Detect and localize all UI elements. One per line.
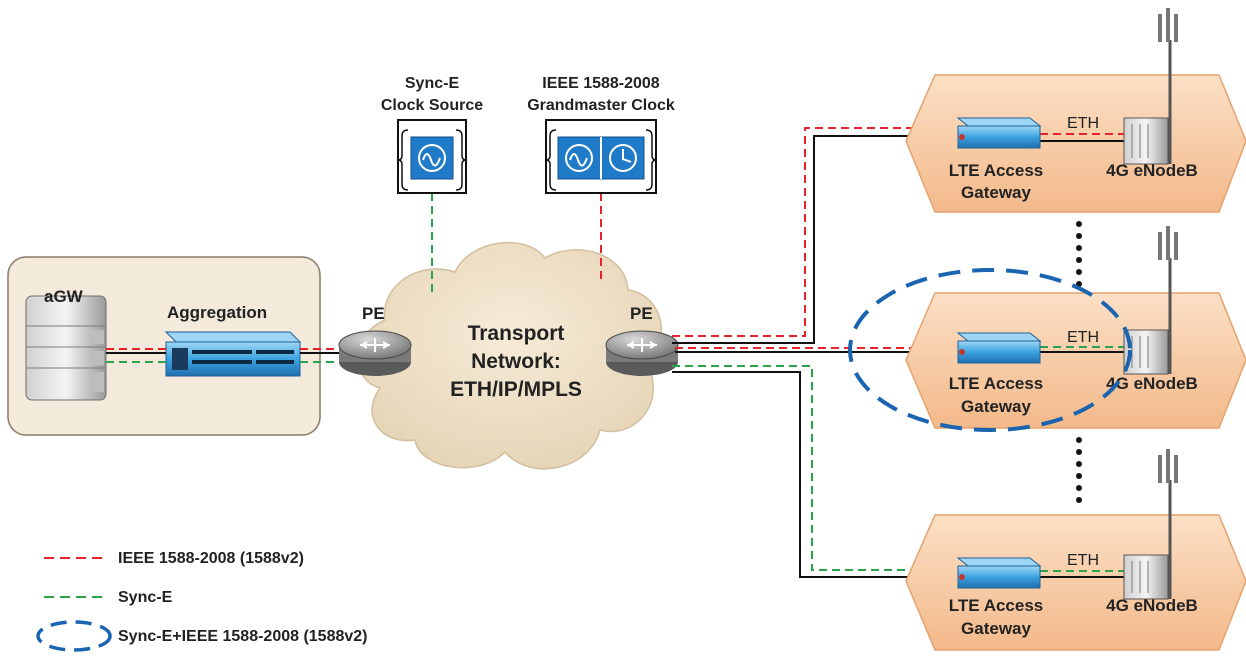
site1-gateway-device	[956, 117, 1042, 149]
pe-right-router	[605, 330, 679, 376]
site2-eth-label: ETH	[1067, 329, 1099, 346]
synce-wave-icon	[418, 144, 446, 172]
ieee-clock-line1: IEEE 1588-2008	[542, 75, 660, 92]
synce-clock-line1: Sync-E	[405, 75, 460, 92]
legend-synce-label: Sync-E	[118, 589, 173, 606]
site3-enodeb-device	[1123, 449, 1178, 600]
pe-left-router	[338, 330, 412, 376]
site1-enodeb-label: 4G eNodeB	[1106, 161, 1198, 180]
site-separator-dots-2	[1076, 437, 1082, 503]
combined-sync-ellipse	[848, 268, 1132, 432]
ieee-wave-icon	[565, 144, 593, 172]
ieee-clock-line2: Grandmaster Clock	[527, 97, 675, 114]
aggregation-label: Aggregation	[167, 303, 267, 322]
legend-ieee-label: IEEE 1588-2008 (1588v2)	[118, 550, 304, 567]
pe-site3-synce-link	[672, 365, 955, 571]
site3-enodeb-label: 4G eNodeB	[1106, 596, 1198, 615]
synce-clock-box	[396, 119, 468, 194]
site3-eth-label: ETH	[1067, 552, 1099, 569]
site2-gateway-line2: Gateway	[961, 397, 1031, 416]
clock-icon	[609, 144, 637, 172]
aggregation-device	[164, 331, 302, 377]
pe-site3-black-link	[672, 371, 955, 578]
ieee-clock-box	[544, 119, 658, 194]
site2-gateway-device	[956, 332, 1042, 364]
site2-gateway-line1: LTE Access	[949, 374, 1044, 393]
site3-hexagon	[905, 514, 1246, 651]
legend-combined-swatch	[36, 620, 112, 652]
pe-site1-ieee-link	[672, 127, 955, 337]
pe-site1-black-link	[672, 135, 955, 344]
site1-enodeb-device	[1123, 8, 1178, 165]
site3-gateway-device	[956, 557, 1042, 589]
site1-hexagon	[905, 74, 1246, 213]
site1-eth-label: ETH	[1067, 115, 1099, 132]
site1-gateway-line2: Gateway	[961, 183, 1031, 202]
pe-left-label: PE	[362, 304, 385, 323]
transport-line3: ETH/IP/MPLS	[450, 378, 582, 401]
site3-gateway-line1: LTE Access	[949, 596, 1044, 615]
legend-combined-label: Sync-E+IEEE 1588-2008 (1588v2)	[118, 628, 368, 645]
transport-line2: Network:	[471, 350, 561, 373]
site-separator-dots-1	[1076, 221, 1082, 287]
site3-gateway-line2: Gateway	[961, 619, 1031, 638]
site2-hexagon	[905, 292, 1246, 429]
site1-gateway-line1: LTE Access	[949, 161, 1044, 180]
site2-enodeb-label: 4G eNodeB	[1106, 374, 1198, 393]
synce-clock-line2: Clock Source	[381, 97, 483, 114]
agw-server	[25, 295, 107, 401]
transport-cloud	[357, 241, 662, 470]
pe-right-label: PE	[630, 304, 653, 323]
transport-line1: Transport	[468, 322, 565, 345]
agw-label: aGW	[44, 287, 84, 306]
